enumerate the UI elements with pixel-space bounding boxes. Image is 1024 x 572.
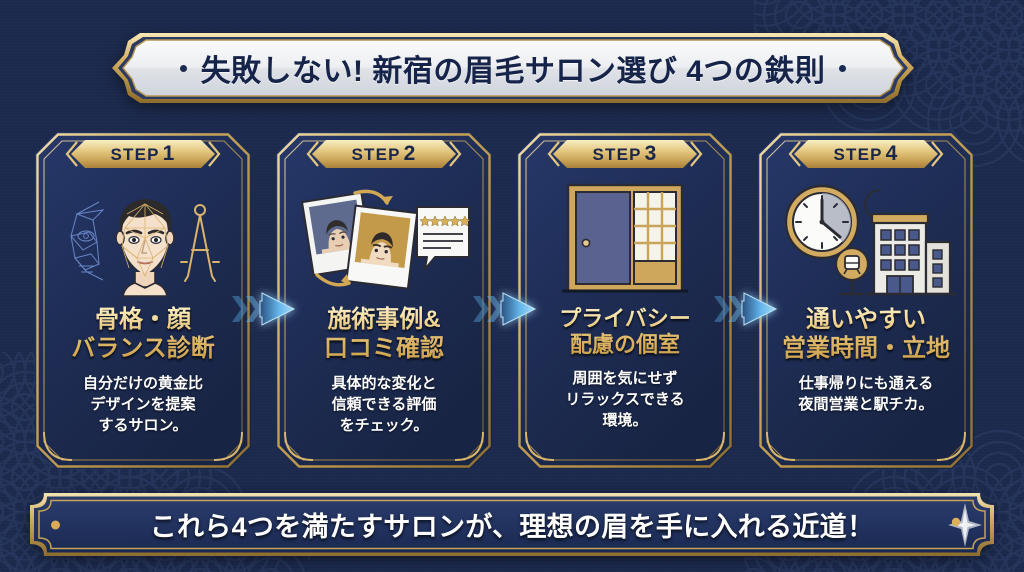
card-title-3-line-1: プライバシー [559,306,691,331]
card-desc-2: 具体的な変化と 信頼できる評価 をチェック。 [331,374,437,435]
face-balance-analysis-icon [49,178,237,300]
clock-building-station-icon [772,178,960,300]
private-room-door-icon [531,178,719,300]
arrow-step3-to-step4 [714,292,778,326]
card-title-1-line-2: バランス診断 [71,334,215,362]
bottom-banner: これら4つを満たすサロンが、理想の眉を手に入れる近道！ [30,493,994,556]
title-right-dot-icon [839,64,847,72]
card-title-3: プライバシー 配慮の個室 [559,306,691,359]
arrow-step2-to-step3 [473,292,537,326]
card-title-4: 通いやすい 営業時間・立地 [782,306,950,364]
sparkle-icon [948,502,982,547]
card-title-2-line-1: 施術事例& [327,306,441,333]
card-title-1: 骨格・顔 バランス診断 [71,306,215,364]
bottom-banner-left-dot-icon [51,520,60,529]
bottom-banner-text: これら4つを満たすサロンが、理想の眉を手に入れる近道！ [149,512,875,542]
card-desc-4: 仕事帰りにも通える 夜間営業と駅チカ。 [798,374,934,413]
card-title-1-line-1: 骨格・顔 [95,306,191,333]
card-desc-3: 周囲を気にせず リラックスできる 環境。 [565,369,685,430]
title-left-dot-icon [179,64,187,72]
before-after-photos-review-icon [290,178,478,300]
card-title-4-line-2: 営業時間・立地 [782,334,950,362]
arrow-step1-to-step2 [232,292,296,326]
card-title-3-line-2: 配慮の個室 [569,332,680,358]
title-banner: 失敗しない! 新宿の眉毛サロン選び 4つの鉄則 [110,31,916,105]
card-title-2: 施術事例& 口コミ確認 [324,306,444,364]
card-title-2-line-2: 口コミ確認 [324,334,444,362]
card-title-4-line-1: 通いやすい [806,306,926,333]
card-desc-1: 自分だけの黄金比 デザインを提案 するサロン。 [82,374,203,435]
page-title: 失敗しない! 新宿の眉毛サロン選び 4つの鉄則 [200,55,826,88]
